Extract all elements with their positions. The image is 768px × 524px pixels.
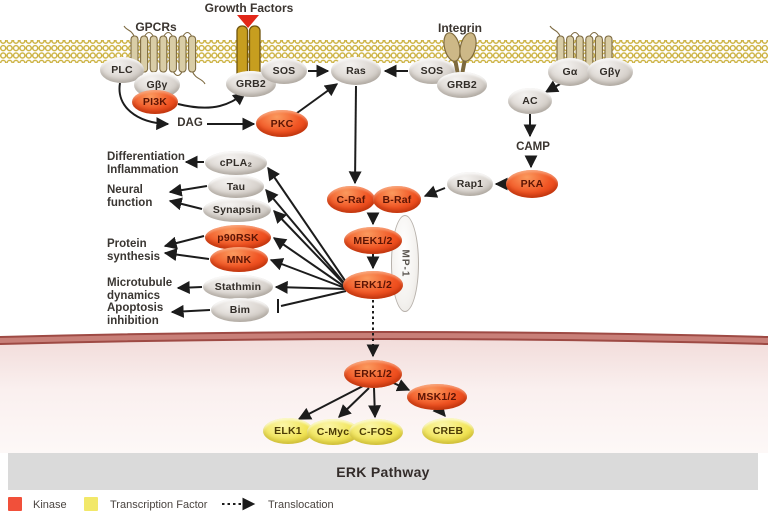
- node-pkc: PKC: [256, 110, 308, 137]
- node-gbetagamma-right: Gβγ: [587, 58, 633, 86]
- growth-factor-ligand-icon: [237, 15, 259, 28]
- mp1-label: MP-1: [399, 249, 411, 278]
- node-grb2-right: GRB2: [437, 72, 487, 98]
- pathway-arrows: [118, 64, 561, 511]
- legend-transcription-factor-label: Transcription Factor: [110, 499, 208, 511]
- node-sos-left: SOS: [261, 58, 307, 84]
- function-neural-function: Neural function: [107, 184, 153, 210]
- pathway-title-bar: ERK Pathway: [8, 453, 758, 490]
- dag-label: DAG: [177, 117, 203, 129]
- nuclear-membrane-outer: [0, 331, 768, 338]
- legend-kinase-swatch: [8, 497, 22, 511]
- node-rap1: Rap1: [447, 172, 493, 196]
- integrin-label: Integrin: [438, 21, 482, 35]
- node-bim: Bim: [211, 298, 269, 322]
- node-pi3k: PI3K: [132, 90, 178, 114]
- node-cfos: C-FOS: [349, 419, 403, 445]
- node-elk1: ELK1: [263, 418, 313, 444]
- legend-translocation-label: Translocation: [268, 499, 334, 511]
- function-protein-synthesis: Protein synthesis: [107, 238, 161, 264]
- node-mek12: MEK1/2: [344, 227, 402, 254]
- node-creb: CREB: [422, 418, 474, 444]
- node-braf: B-Raf: [373, 186, 421, 213]
- pathway-title: ERK Pathway: [336, 463, 430, 480]
- integrin-receptor-icon: [443, 32, 477, 81]
- node-tau: Tau: [208, 175, 264, 198]
- function-apoptosis-inhibition: Apoptosis inhibition: [107, 302, 164, 328]
- node-cpla2: cPLA₂: [205, 151, 267, 175]
- node-ras: Ras: [331, 57, 381, 85]
- node-ac: AC: [508, 88, 552, 114]
- node-stathmin: Stathmin: [203, 275, 273, 299]
- function-microtubule-dynamics: Microtubule dynamics: [107, 277, 173, 303]
- growth-factors-label: Growth Factors: [204, 1, 294, 15]
- nuclear-membrane-inner: [0, 338, 768, 345]
- node-pka: PKA: [506, 170, 558, 198]
- legend-kinase-label: Kinase: [33, 499, 67, 511]
- node-galpha: Gα: [548, 58, 592, 86]
- nucleus-region: [0, 331, 768, 453]
- node-craf: C-Raf: [327, 186, 375, 213]
- node-erk12: ERK1/2: [343, 271, 403, 299]
- node-synapsin: Synapsin: [203, 198, 271, 222]
- node-plc: PLC: [100, 57, 144, 83]
- function-differentiation-inflammation: Differentiation Inflammation: [107, 151, 185, 177]
- node-erk12-nucleus: ERK1/2: [344, 360, 402, 388]
- node-p90rsk: p90RSK: [205, 225, 271, 250]
- node-mnk: MNK: [210, 247, 268, 272]
- node-msk12: MSK1/2: [407, 384, 467, 410]
- gpcrs-label: GPCRs: [135, 20, 177, 34]
- camp-label: CAMP: [516, 141, 550, 153]
- node-mp1: MP-1: [391, 215, 419, 312]
- legend-transcription-factor-swatch: [84, 497, 98, 511]
